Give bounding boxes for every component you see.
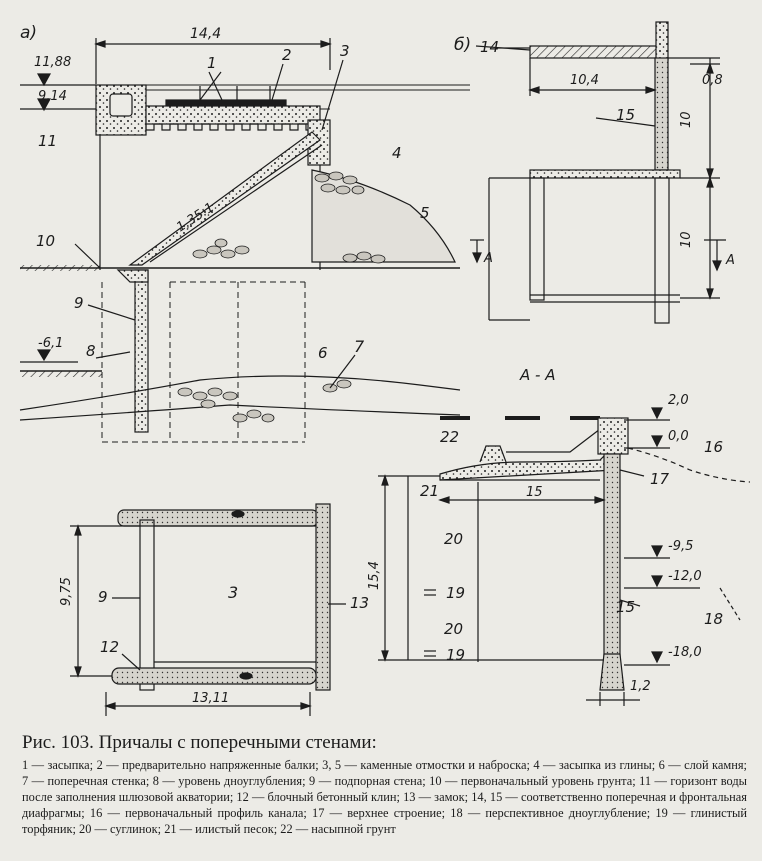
plan-callout-13: 13 [350,594,369,612]
level-0-0: 0,0 [668,429,689,444]
callout-7: 7 [354,337,365,356]
section-a-a [378,407,751,706]
section-callout-19a: 19 [446,584,465,602]
section-markers [470,239,726,272]
plan-callout-3: 3 [228,583,238,602]
panel-label-a: а) [20,23,37,43]
callout-8: 8 [86,342,96,360]
section-callout-22: 22 [440,428,459,446]
section-callout-20b: 20 [444,620,463,638]
callout-6: 6 [318,344,328,362]
section-callout-16: 16 [704,438,723,456]
callout-3: 3 [340,42,350,60]
plan-callout-9: 9 [98,588,108,606]
view-b-frontal-section [475,21,720,324]
callout-10: 10 [36,232,55,250]
section-callout-21: 21 [420,482,439,500]
dim-section-height: 15,4 [367,561,382,590]
dim-gap: 0,8 [702,73,723,88]
plan-view [70,503,346,716]
callout-1: 1 [207,54,217,72]
plan-callout-12: 12 [100,638,119,656]
section-callout-17: 17 [650,470,670,488]
section-title: А - А [519,366,555,384]
level-minus-12-0: -12,0 [668,569,702,584]
dim-thickness: 1,2 [630,679,651,694]
section-callout-19b: 19 [446,646,465,664]
section-arrow-left: А [483,251,493,266]
callout-5: 5 [420,204,430,222]
level-minus-18-0: -18,0 [668,645,702,660]
level-bottom: -6,1 [38,336,63,351]
figure-caption: Рис. 103. Причалы с поперечными стенами:… [22,732,747,837]
dim-section-width: 15 [526,485,543,500]
dim-width: 14,4 [190,26,221,42]
dim-length: 13,11 [192,691,229,706]
dim-height-2: 10 [679,231,694,248]
callout-9: 9 [74,294,84,312]
level-mid: 9,14 [38,89,67,104]
slope-ratio: 1,35:1 [174,200,217,235]
section-arrow-right: А [725,253,735,268]
view-a-cross-section [19,38,470,443]
dim-depth: 9,75 [59,577,74,606]
callout-4: 4 [392,144,402,162]
section-callout-15: 15 [616,598,635,616]
callout-2: 2 [282,46,292,64]
callout-11: 11 [38,132,57,150]
level-minus-9-5: -9,5 [668,539,693,554]
caption-legend: 1 — засыпка; 2 — предварительно напряжен… [22,758,747,836]
callout-15-b: 15 [616,106,635,124]
level-top: 11,88 [34,55,71,70]
section-callout-18: 18 [704,610,723,628]
level-2-0: 2,0 [668,393,689,408]
caption-title: Рис. 103. Причалы с поперечными стенами: [22,732,377,753]
dim-span: 10,4 [570,73,599,88]
figure-drawing: а) б) А - А А А 14,4 11,88 9,14 -6,1 1,3… [19,21,751,716]
section-callout-20a: 20 [444,530,463,548]
dim-height-1: 10 [679,111,694,128]
callout-14: 14 [480,38,499,56]
panel-label-b: б) [454,35,471,55]
